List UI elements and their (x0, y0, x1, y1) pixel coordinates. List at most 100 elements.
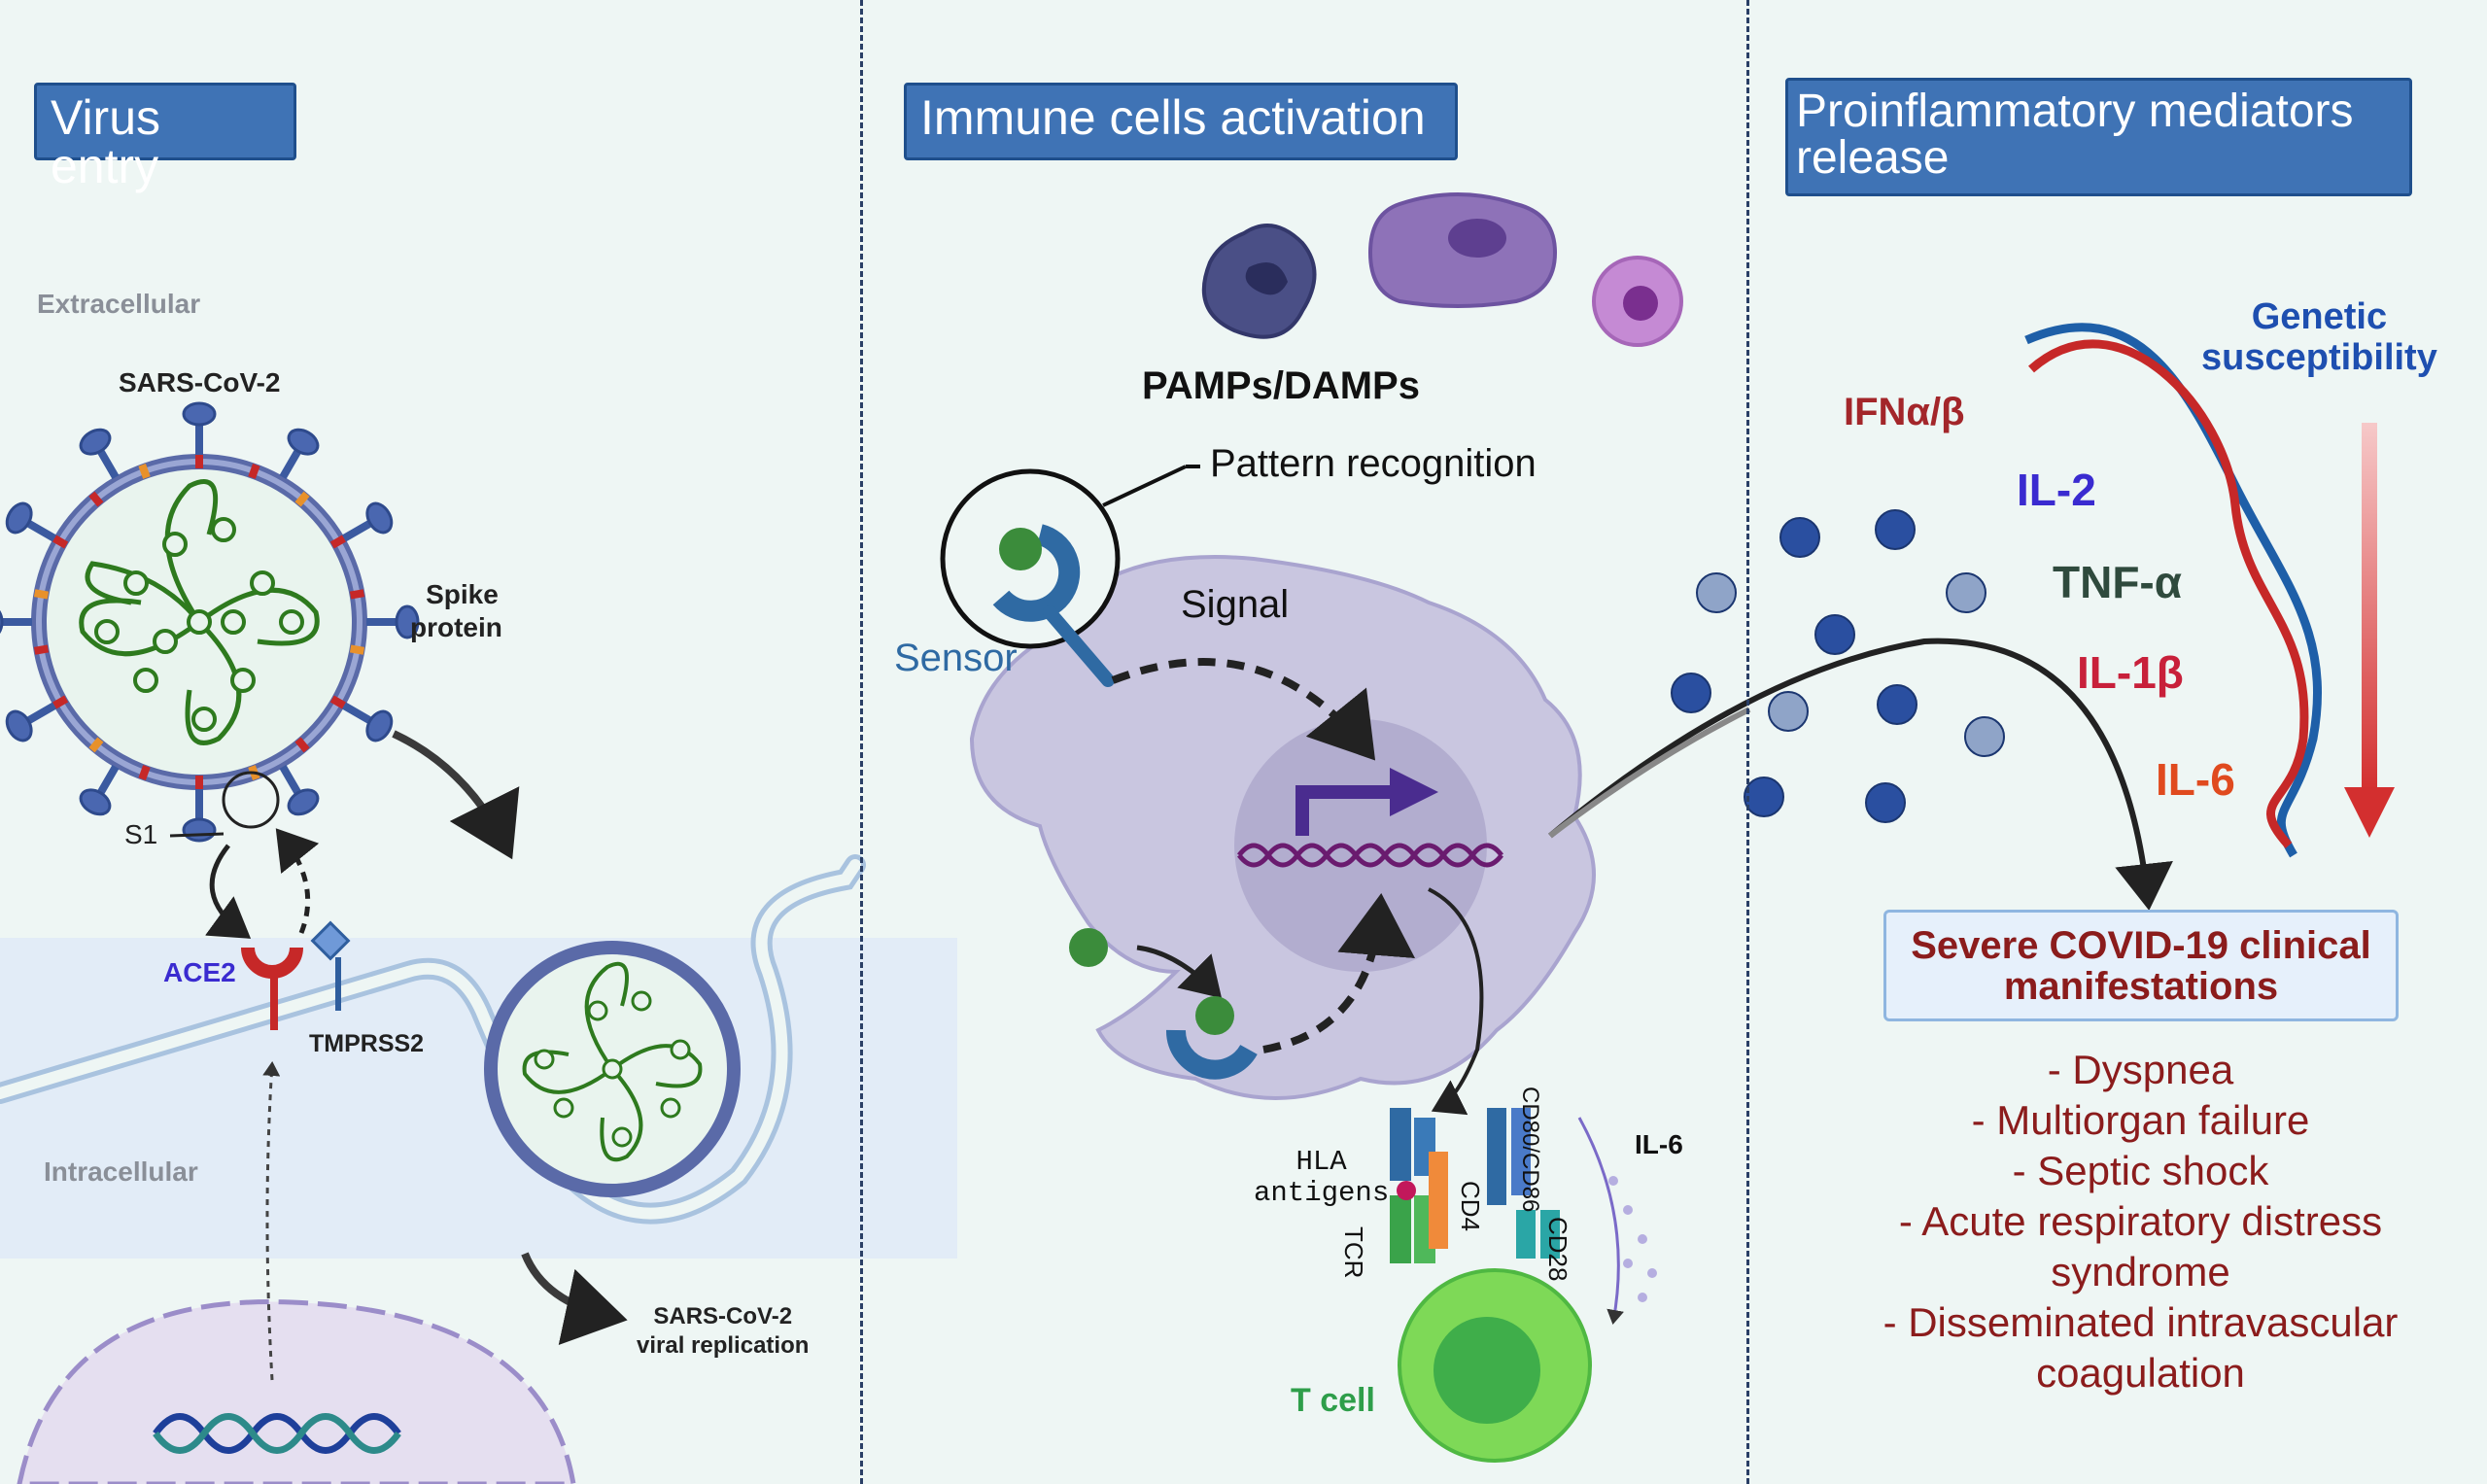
spike-head (365, 709, 394, 742)
tmprss2-protease (310, 920, 351, 1011)
ace2-receptor (241, 947, 303, 1030)
macrophage-nucleus (1234, 719, 1487, 972)
genetic-label-line1: Genetic (2251, 296, 2388, 337)
spike-head (79, 788, 112, 816)
pattern-recognition-label: Pattern recognition (1210, 442, 1537, 485)
membrane-protein (248, 464, 260, 479)
replication-label: SARS-CoV-2 viral replication (637, 1302, 809, 1361)
membrane-protein (52, 695, 69, 709)
spike-stem (341, 702, 371, 724)
cytokine-tnf: TNF-α (2053, 557, 2183, 607)
endosome-virion (484, 941, 741, 1197)
cytokine-il2: IL-2 (2017, 465, 2096, 515)
cytokine-dot (1946, 572, 1986, 613)
spike-label-line2: protein (410, 612, 502, 642)
severe-line1: Severe COVID-19 clinical (1911, 923, 2371, 967)
manifestation-item: coagulation (2036, 1350, 2245, 1396)
spike-head (5, 501, 33, 535)
spike-label: Spike protein (410, 578, 502, 644)
nucleus (17, 1299, 576, 1484)
genetic-label-line2: susceptibility (2201, 337, 2437, 378)
spike-head (287, 428, 320, 456)
cytokine-dot (1877, 684, 1917, 725)
cytokine-dot (1865, 782, 1906, 823)
internal-signal-arrow (1262, 893, 1416, 1053)
membrane-protein (294, 737, 310, 753)
severe-line2: manifestations (2003, 964, 2279, 1008)
intracellular-label: Intracellular (44, 1156, 198, 1187)
cytokine-il6: IL-6 (2156, 754, 2235, 805)
membrane-protein (33, 589, 50, 600)
panel-divider-left (860, 0, 863, 1484)
hla-label-line1: HLA (1295, 1146, 1347, 1178)
title-mediators-line2: release (1796, 132, 1950, 184)
membrane-protein (33, 644, 50, 655)
membrane-protein (195, 455, 203, 468)
replication-label-line1: SARS-CoV-2 (653, 1303, 793, 1329)
membrane-protein (349, 644, 365, 655)
manifestations-list: - Dyspnea - Multiorgan failure - Septic … (1817, 1045, 2464, 1398)
extracellular-label: Extracellular (37, 289, 201, 319)
spike-head (79, 428, 112, 456)
manifestation-item: syndrome (2051, 1249, 2230, 1294)
cytokine-il1b: IL-1β (2077, 647, 2184, 698)
membrane-protein (195, 776, 203, 789)
cytokine-dot (1875, 509, 1916, 550)
s1-label: S1 (124, 819, 158, 849)
spike-stem (279, 450, 301, 480)
tcell-label: T cell (1291, 1382, 1375, 1419)
signal-arrow (1111, 658, 1376, 761)
spike-head (287, 788, 320, 816)
membrane-protein (138, 765, 151, 780)
spike-stem (341, 520, 371, 542)
manifestation-item: - Disseminated intravascular (1883, 1299, 2399, 1345)
genetic-arrow-shaft (2362, 423, 2377, 792)
cytokine-dot (1671, 673, 1711, 713)
manifestation-item: - Multiorgan failure (1971, 1097, 2310, 1143)
cytokine-dot (1744, 777, 1784, 817)
spike-head (395, 604, 420, 639)
hla-label: HLA antigens (1254, 1147, 1389, 1209)
presentation-arrow (1428, 887, 1484, 1116)
spike-stem (97, 450, 120, 480)
host-dna (153, 1413, 401, 1454)
membrane-protein (349, 589, 365, 600)
genetic-arrow-head (2344, 787, 2395, 838)
nuclear-dna (1237, 843, 1503, 868)
cytokine-dot (1814, 614, 1855, 655)
gene-expression-arrow (1295, 785, 1399, 836)
membrane-protein (88, 491, 104, 507)
virus-label: SARS-CoV-2 (119, 367, 281, 397)
membrane-protein (52, 535, 69, 549)
spike-head (365, 501, 394, 535)
spike-stem (279, 764, 301, 794)
spike-stem (27, 520, 57, 542)
manifestation-item: - Septic shock (2012, 1148, 2269, 1193)
cytokine-dot (1779, 517, 1820, 558)
uptake-arrow (1136, 945, 1223, 999)
cytokine-dot (1964, 716, 2005, 757)
membrane-protein (329, 695, 346, 709)
signal-label: Signal (1181, 583, 1290, 626)
sars-cov-2-virion (31, 454, 367, 790)
hla-tcr-complex (1390, 1108, 1560, 1263)
cleavage-arrow (275, 828, 320, 934)
genetic-label: Genetic susceptibility (2201, 296, 2437, 378)
pamps-label: PAMPs/DAMPs (1142, 364, 1420, 407)
membrane-protein (138, 464, 151, 479)
genetic-dna-strand (2024, 323, 2322, 858)
entry-arrow (392, 730, 520, 860)
cd28-label: CD28 (1543, 1217, 1572, 1282)
dendritic-cell-icon (1592, 256, 1683, 347)
spike-stem (27, 702, 57, 724)
cd4-label: CD4 (1456, 1181, 1485, 1232)
spike-head (5, 709, 33, 742)
hla-label-line2: antigens (1254, 1177, 1390, 1209)
cd80-label: CD80/CD86 (1517, 1087, 1543, 1213)
membrane-protein (329, 535, 346, 549)
spike-head (182, 817, 217, 843)
severe-covid-box: Severe COVID-19 clinical manifestations (1883, 910, 2399, 1021)
title-mediators: Proinflammatory mediators release (1785, 78, 2412, 196)
il6-small-label: IL-6 (1635, 1129, 1683, 1159)
